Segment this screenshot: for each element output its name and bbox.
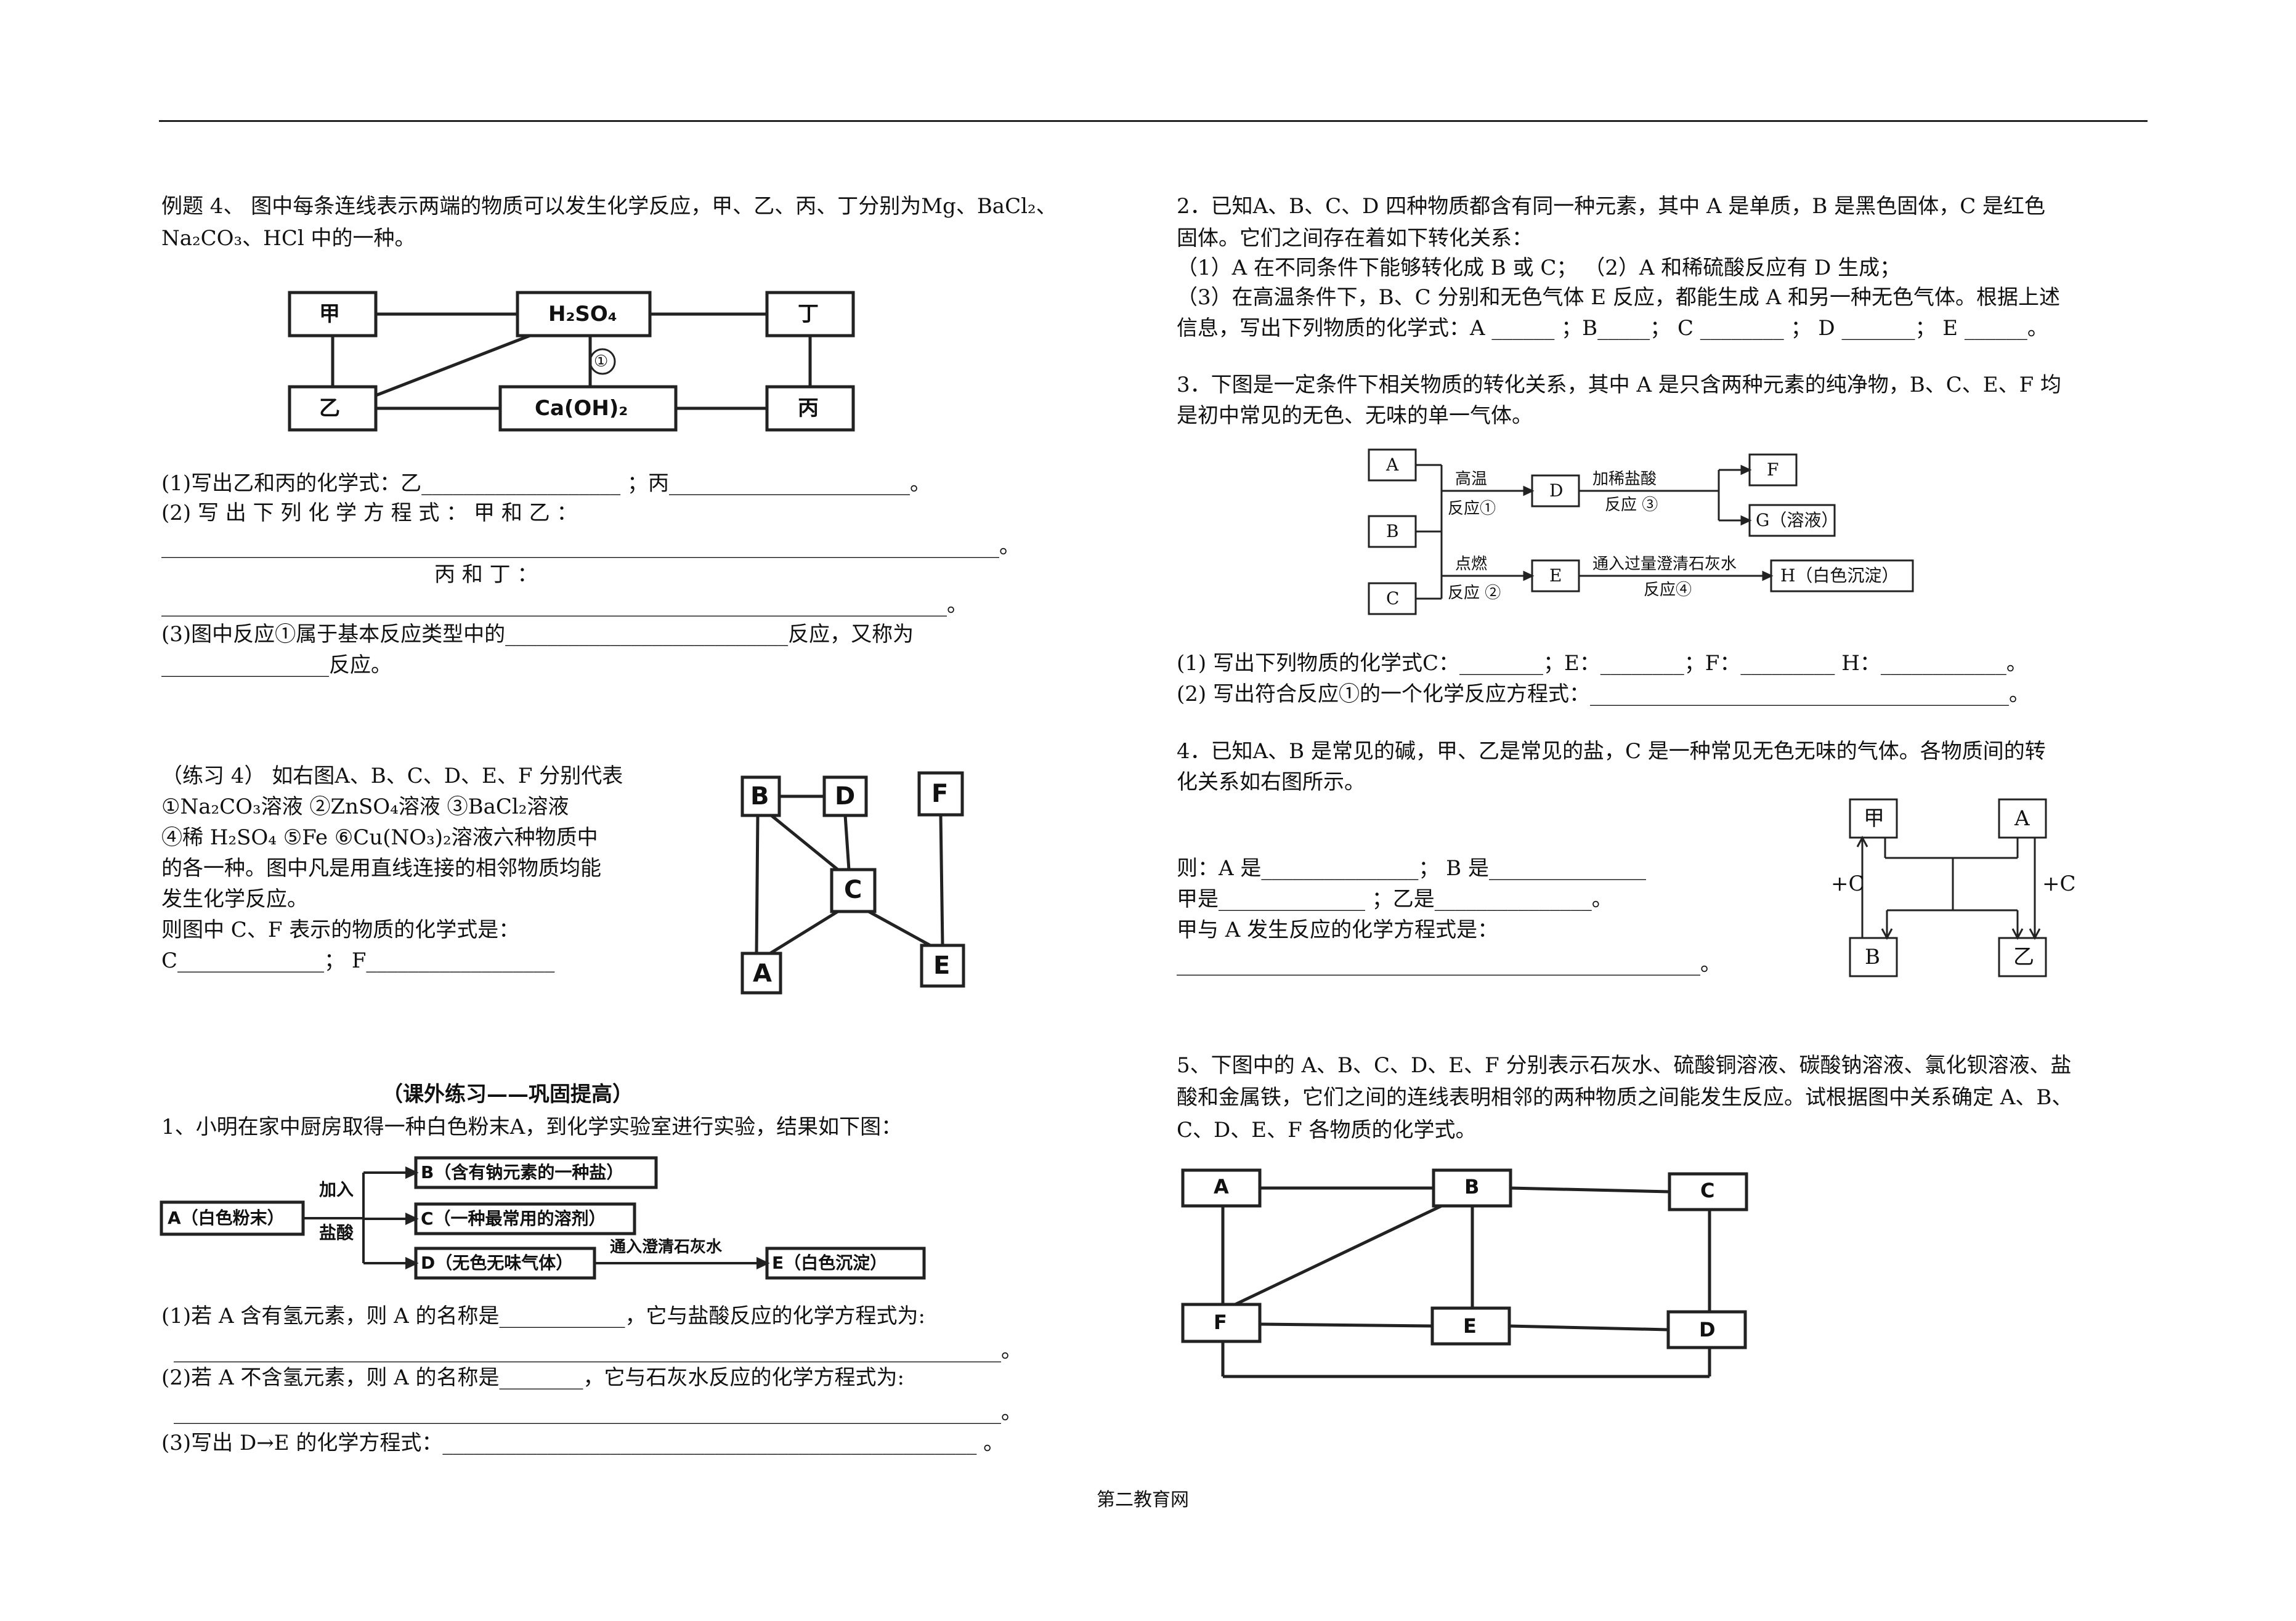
ex4-q2a: (2) 写 出 下 列 化 学 方 程 式 ： 甲 和 乙 ： bbox=[161, 501, 578, 525]
r2-line4: （3）在高温条件下，B、C 分别和无色气体 E 反应，都能生成 A 和另一种无色… bbox=[1177, 285, 2061, 310]
r5-box-A: A bbox=[1214, 1175, 1229, 1199]
r3-box-A: A bbox=[1386, 455, 1399, 475]
ex4-label-caoh: Ca(OH)₂ bbox=[535, 396, 628, 421]
r4-line2: 化关系如右图所示。 bbox=[1177, 770, 1365, 794]
r4-line5: 甲与 A 发生反应的化学方程式是： bbox=[1177, 918, 1499, 942]
ex4-q3a: (3)图中反应①属于基本反应类型中的______________________… bbox=[161, 622, 914, 647]
r4-line1: 4．已知A、B 是常见的碱，甲、乙是常见的盐，C 是一种常见无色无味的气体。各物… bbox=[1177, 739, 2046, 764]
pr4-label-D: D bbox=[835, 782, 856, 810]
r2-line2: 固体。它们之间存在着如下转化关系： bbox=[1177, 226, 1533, 251]
ex4-q3b: ________________反应。 bbox=[161, 653, 392, 677]
r5-line1: 5、下图中的 A、B、C、D、E、F 分别表示石灰水、硫酸铜溶液、碳酸钠溶液、氯… bbox=[1177, 1053, 2072, 1078]
r3-r1: 反应① bbox=[1448, 499, 1496, 518]
r3-lime: 通入过量澄清石灰水 bbox=[1592, 555, 1737, 573]
r3-box-B: B bbox=[1386, 521, 1399, 541]
r5-box-F: F bbox=[1214, 1311, 1227, 1334]
r4-box-jia: 甲 bbox=[1864, 806, 1884, 831]
extra-s1b: ________________________________________… bbox=[174, 1338, 1022, 1363]
ex4-line2: Na₂CO₃、HCl 中的一种。 bbox=[161, 226, 416, 251]
r3-r3: 反应 ③ bbox=[1605, 496, 1658, 514]
ex4-label-bing: 丙 bbox=[798, 396, 819, 421]
extra-add-2: 盐酸 bbox=[319, 1223, 354, 1243]
extra-add-1: 加入 bbox=[319, 1179, 354, 1200]
ex4-q2c: 丙 和 丁 ： bbox=[434, 562, 538, 587]
r3-r2: 反应 ② bbox=[1448, 584, 1501, 602]
r5-box-E: E bbox=[1463, 1314, 1477, 1338]
extra-box-D: D（无色无味气体） bbox=[421, 1253, 574, 1273]
ex4-label-h2so4: H₂SO₄ bbox=[548, 302, 617, 326]
r4-line4: 甲是______________ ；乙是_______________。 bbox=[1177, 887, 1613, 912]
extra-s2b: ________________________________________… bbox=[174, 1400, 1022, 1425]
r5-line3: C、D、E、F 各物质的化学式。 bbox=[1177, 1118, 1477, 1142]
r4-plus-c-right: +C bbox=[2042, 871, 2076, 896]
r3-box-E: E bbox=[1549, 565, 1562, 586]
r3-acid: 加稀盐酸 bbox=[1592, 470, 1657, 488]
r2-line5: 信息，写出下列物质的化学式：A ______ ；B_____； C ______… bbox=[1177, 316, 2048, 341]
r3-line2: 是初中常见的无色、无味的单一气体。 bbox=[1177, 403, 1533, 428]
extra-s1: (1)若 A 含有氢元素，则 A 的名称是____________，它与盐酸反应… bbox=[161, 1304, 925, 1328]
r3-r4: 反应④ bbox=[1644, 581, 1692, 599]
extra-q1: 1、小明在家中厨房取得一种白色粉末A，到化学实验室进行实验，结果如下图： bbox=[161, 1115, 903, 1139]
extra-lime: 通入澄清石灰水 bbox=[610, 1238, 723, 1256]
ex4-line1: 例题 4、 图中每条连线表示两端的物质可以发生化学反应，甲、乙、丙、丁分别为Mg… bbox=[161, 194, 1057, 219]
pr4-label-C: C bbox=[844, 876, 862, 904]
pr4-line4: 的各一种。图中凡是用直线连接的相邻物质均能 bbox=[161, 856, 601, 881]
pr4-label-E: E bbox=[933, 952, 951, 980]
extra-s2: (2)若 A 不含氢元素，则 A 的名称是________，它与石灰水反应的化学… bbox=[161, 1365, 904, 1390]
ex4-q2d: ________________________________________… bbox=[161, 592, 968, 617]
r5-box-B: B bbox=[1464, 1175, 1480, 1199]
ex4-label-mark1: ① bbox=[594, 352, 609, 371]
r4-plus-c-left: +C bbox=[1831, 871, 1865, 896]
extra-box-E: E（白色沉淀） bbox=[772, 1253, 888, 1273]
r3-box-G: G（溶液） bbox=[1756, 510, 1839, 530]
ex4-label-jia: 甲 bbox=[319, 302, 340, 326]
r3-box-F: F bbox=[1767, 459, 1779, 480]
r5-box-D: D bbox=[1699, 1318, 1716, 1341]
r3-line1: 3．下图是一定条件下相关物质的转化关系，其中 A 是只含两种元素的纯净物，B、C… bbox=[1177, 373, 2062, 397]
r3-q1: (1) 写出下列物质的化学式C：________；E：________；F：__… bbox=[1177, 651, 2027, 676]
r4-box-B: B bbox=[1865, 945, 1880, 969]
r3-q2: (2) 写出符合反应①的一个化学反应方程式：__________________… bbox=[1177, 682, 2030, 706]
r4-line6: ________________________________________… bbox=[1177, 952, 1721, 976]
ex4-label-ding: 丁 bbox=[798, 302, 819, 326]
ex4-q2b: ________________________________________… bbox=[161, 534, 1020, 559]
r4-line3: 则：A 是_______________； B 是_______________ bbox=[1177, 856, 1646, 881]
pr4-line2: ①Na₂CO₃溶液 ②ZnSO₄溶液 ③BaCl₂溶液 bbox=[161, 794, 569, 819]
r2-line3: （1）A 在不同条件下能够转化成 B 或 C； （2）A 和稀硫酸反应有 D 生… bbox=[1177, 256, 1901, 280]
r5-box-C: C bbox=[1700, 1179, 1715, 1202]
r3-box-C: C bbox=[1386, 588, 1400, 608]
extra-box-A: A（白色粉末） bbox=[168, 1208, 285, 1228]
pr4-label-B: B bbox=[750, 782, 769, 810]
extra-title: （课外练习——巩固提高） bbox=[382, 1082, 633, 1107]
extra-box-B: B（含有钠元素的一种盐） bbox=[421, 1162, 624, 1182]
ex4-label-yi: 乙 bbox=[319, 396, 340, 421]
r3-dr: 点燃 bbox=[1455, 555, 1488, 573]
extra-s3: (3)写出 D→E 的化学方程式：_______________________… bbox=[161, 1431, 1005, 1455]
pr4-line6: 则图中 C、F 表示的物质的化学式是： bbox=[161, 918, 520, 942]
r2-line1: 2．已知A、B、C、D 四种物质都含有同一种元素，其中 A 是单质，B 是黑色固… bbox=[1177, 194, 2046, 219]
r3-box-H: H（白色沉淀） bbox=[1780, 565, 1899, 586]
r4-box-A: A bbox=[2014, 806, 2030, 831]
pr4-line1: （练习 4） 如右图A、B、C、D、E、F 分别代表 bbox=[161, 764, 623, 788]
pr4-line5: 发生化学反应。 bbox=[161, 887, 308, 912]
r4-box-yi: 乙 bbox=[2013, 945, 2034, 969]
r3-gw: 高温 bbox=[1455, 470, 1488, 488]
r5-line2: 酸和金属铁，它们之间的连线表明相邻的两种物质之间能发生反应。试根据图中关系确定 … bbox=[1177, 1085, 2073, 1110]
pr4-label-A: A bbox=[753, 960, 772, 988]
r3-box-D: D bbox=[1549, 480, 1564, 501]
extra-box-C: C（一种最常用的溶剂） bbox=[421, 1208, 606, 1229]
pr4-line3: ④稀 H₂SO₄ ⑤Fe ⑥Cu(NO₃)₂溶液六种物质中 bbox=[161, 825, 598, 850]
header-rule bbox=[159, 120, 2148, 122]
pr4-line7: C______________； F__________________ bbox=[161, 948, 555, 973]
footer-site-name: 第二教育网 bbox=[1097, 1489, 1189, 1511]
pr4-label-F: F bbox=[931, 780, 949, 808]
ex4-q1: (1)写出乙和丙的化学式：乙___________________ ；丙____… bbox=[161, 471, 931, 496]
